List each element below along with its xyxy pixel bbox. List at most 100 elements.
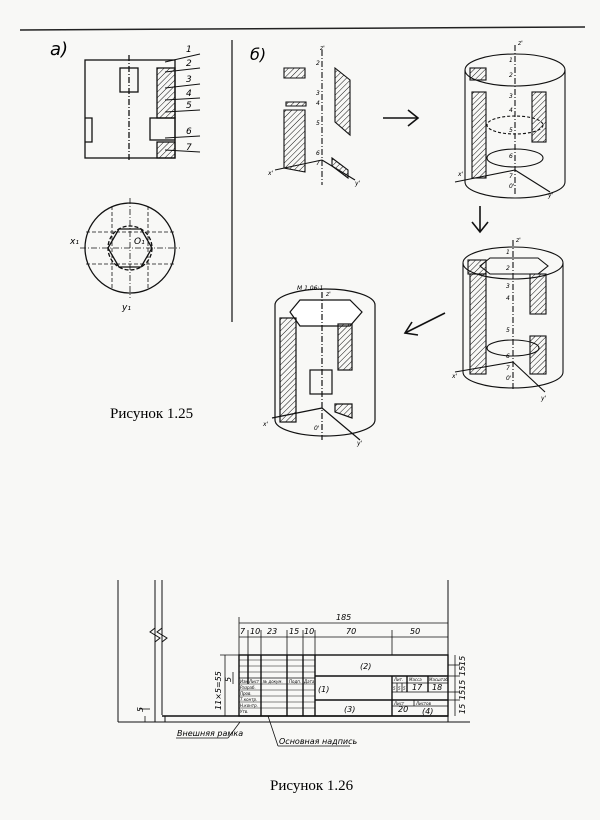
dim-5-left: 5 [224, 677, 233, 682]
dim-7: 7 [240, 627, 246, 636]
hdr-prov: Пров. [240, 691, 252, 696]
iso-step-3 [454, 240, 564, 393]
hdr-massa: Масса [409, 677, 422, 682]
iso2-num-5: 5 [509, 127, 513, 134]
hdr-lit: Лит. [393, 677, 403, 682]
hdr-sign: Подп. [289, 679, 301, 684]
iso1-num-4: 4 [316, 100, 320, 107]
arrow-down [471, 206, 489, 234]
iso-step-4 [271, 288, 376, 441]
callout-outer-frame: Внешняя рамка [177, 729, 243, 738]
hdr-izm: Изм [240, 679, 248, 684]
iso2-num-2: 2 [509, 72, 513, 79]
hdr-nkontr: Н.контр. [240, 703, 258, 708]
hdr-masshtab: Масштаб [429, 677, 449, 682]
hdr-tkontr: Т.контр. [240, 697, 257, 702]
cell-5c: 5 [403, 686, 406, 691]
iso3-num-1: 1 [506, 249, 510, 256]
iso2-num-1: 1 [509, 57, 513, 64]
title-block [238, 654, 449, 717]
cell-2: (2) [360, 662, 371, 671]
iso2-num-7: 7 [509, 173, 513, 180]
dim-55: 11×5=55 [214, 671, 223, 710]
num-6: 6 [186, 127, 192, 137]
dimension-lines [140, 617, 460, 722]
label-b: б) [250, 45, 266, 64]
iso1-num-3: 3 [316, 90, 320, 97]
iso1-y: y' [354, 180, 361, 187]
iso3-z: z' [515, 237, 521, 244]
cell-18: 18 [432, 683, 442, 692]
arrow-left [403, 312, 446, 336]
iso3-num-6: 6 [506, 353, 510, 360]
iso1-num-7: 7 [316, 160, 320, 167]
iso2-num-6: 6 [509, 153, 513, 160]
iso3-num-3: 3 [506, 283, 510, 290]
front-view [84, 55, 176, 162]
callout-title-block: Основная надпись [279, 737, 358, 746]
iso4-z: z' [325, 291, 331, 298]
scan-line-top [19, 26, 586, 31]
iso1-x: x' [267, 170, 274, 177]
caption-fig-1-25: Рисунок 1.25 [110, 406, 193, 422]
iso2-x: x' [457, 171, 464, 178]
iso3-num-7: 7 [506, 365, 510, 372]
cell-4: (4) [422, 707, 433, 716]
cell-5b: 5 [398, 686, 401, 691]
dim-10a: 10 [250, 627, 260, 636]
dim-5-frame: 5 [136, 707, 145, 712]
iso4-y: y' [356, 440, 363, 447]
iso1-num-5: 5 [316, 120, 320, 127]
iso3-num-2: 2 [506, 265, 510, 272]
iso3-x: x' [451, 373, 458, 380]
iso3-y: y' [540, 395, 547, 402]
iso-step-2 [454, 45, 566, 199]
iso2-origin: 0' [509, 183, 515, 190]
dimension-values: 185 7 10 23 15 10 70 50 11×5=55 5 15 15 … [136, 613, 467, 714]
iso1-z: z' [319, 45, 325, 52]
iso2-num-4: 4 [509, 107, 513, 114]
iso3-num-5: 5 [506, 327, 510, 334]
scale-label: M 1,06:1 [297, 285, 323, 292]
dim-r3: 15 [458, 680, 467, 690]
dim-50: 50 [410, 627, 420, 636]
hdr-docnum: № докум. [262, 679, 283, 684]
leader-lines [164, 53, 201, 153]
cell-17: 17 [412, 683, 423, 692]
num-2: 2 [186, 59, 192, 69]
hdr-list: Лист [248, 679, 260, 684]
axis-x1: x₁ [69, 237, 79, 247]
iso2-y: y' [547, 192, 554, 199]
view-numbers: 1 2 3 4 5 6 7 [186, 45, 192, 153]
iso-step-1 [274, 50, 356, 185]
hdr-date: Дата [303, 679, 315, 684]
dim-15: 15 [289, 627, 299, 636]
top-view [80, 198, 180, 298]
dim-r4: 15 [458, 690, 467, 700]
num-5: 5 [186, 101, 192, 111]
iso1-num-2: 2 [316, 60, 320, 67]
iso4-x: x' [262, 421, 269, 428]
num-1: 1 [186, 45, 192, 55]
hdr-listov: Листов [415, 701, 432, 706]
dim-70: 70 [346, 627, 356, 636]
dim-r5: 15 [458, 704, 467, 714]
dim-r1: 15 [458, 656, 467, 666]
iso1-num-6: 6 [316, 150, 320, 157]
axis-y1: y₁ [121, 303, 131, 313]
cell-3: (3) [344, 705, 355, 714]
callout-leaders [176, 715, 350, 747]
hdr-utv: Утв. [240, 709, 248, 714]
cell-5a: 5 [393, 686, 396, 691]
dim-23: 23 [267, 627, 277, 636]
num-7: 7 [186, 143, 192, 153]
origin-o1: O₁ [134, 237, 145, 247]
caption-fig-1-26: Рисунок 1.26 [270, 778, 354, 794]
title-block-cells: (2) (1) (3) (4) 17 18 20 5 5 5 Изм Лист … [240, 662, 449, 716]
dim-r2: 15 [458, 666, 467, 676]
cell-20: 20 [398, 705, 408, 714]
num-4: 4 [186, 89, 192, 99]
num-3: 3 [186, 75, 192, 85]
dim-185: 185 [336, 613, 351, 622]
